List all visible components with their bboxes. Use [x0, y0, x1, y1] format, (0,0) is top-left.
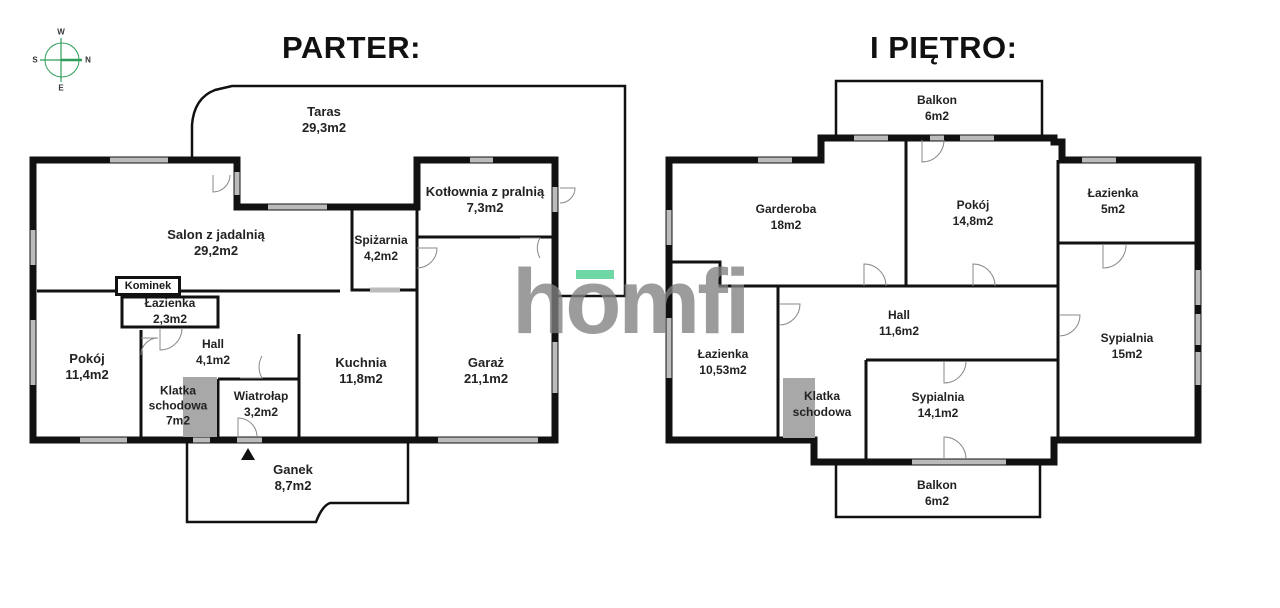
compass-icon [40, 38, 82, 82]
first-floor-title: I PIĘTRO: [870, 30, 1018, 65]
ground-floor-title: PARTER: [282, 30, 421, 65]
compass-south-label: S [32, 55, 38, 65]
compass-north-label: N [85, 55, 91, 65]
first-floor-plan [665, 79, 1202, 519]
ground-floor-plan [29, 84, 627, 524]
compass-east-label: E [58, 83, 64, 93]
watermark-accent-bar [576, 270, 614, 279]
room-label-kominek: Kominek [115, 276, 181, 296]
homfi-watermark: homfi [512, 251, 750, 353]
compass-west-label: W [57, 27, 65, 37]
